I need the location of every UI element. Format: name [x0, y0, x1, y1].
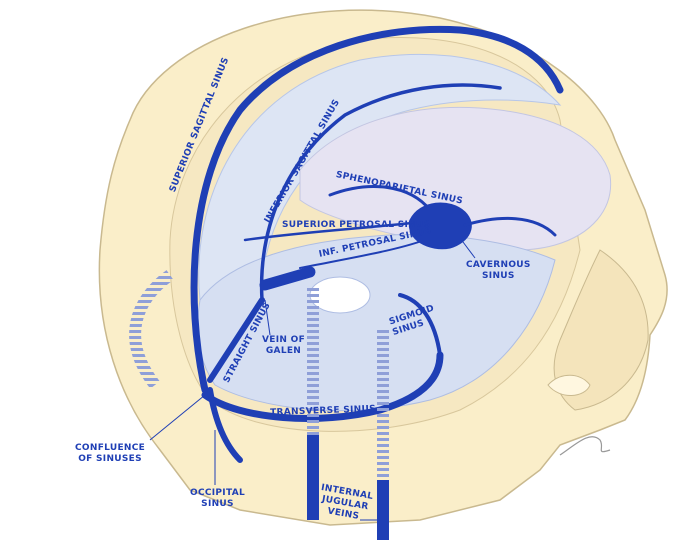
- label-cavernous-sinus: CAVERNOUS SINUS: [466, 260, 531, 282]
- label-vein-of-galen-line1: VEIN OF: [262, 335, 306, 345]
- straight-sinus: [207, 297, 265, 383]
- leader-vein-of-galen: [264, 299, 271, 336]
- label-vein-of-galen: VEIN OF GALEN: [262, 335, 305, 357]
- cavernous-sinus-extension: [463, 216, 557, 237]
- sigmoid-sinus: [398, 293, 442, 357]
- label-cavernous-line2: SINUS: [482, 271, 515, 281]
- internal-jugular-vein-left-solid: [307, 435, 319, 520]
- label-occipital-sinus: OCCIPITAL SINUS: [190, 488, 245, 510]
- label-confluence-of-sinuses: CONFLUENCE OF SINUSES: [75, 443, 145, 465]
- vein-of-galen: [259, 266, 316, 291]
- label-confluence-line1: CONFLUENCE: [75, 443, 146, 453]
- leader-cavernous: [459, 237, 476, 259]
- sphenoparietal-sinus: [328, 185, 432, 212]
- striped-band-left: [129, 270, 174, 389]
- internal-jugular-vein-right-solid: [377, 480, 389, 540]
- label-superior-petrosal-sinus: SUPERIOR PETROSAL SINUS: [282, 220, 431, 230]
- artist-signature: [559, 436, 611, 456]
- transverse-sinus: [201, 351, 444, 422]
- cavernous-sinus: [408, 202, 472, 250]
- label-confluence-line2: OF SINUSES: [78, 454, 142, 464]
- skull-teeth: [547, 374, 591, 396]
- occipital-sinus: [207, 387, 243, 463]
- inferior-sagittal-sinus: [259, 83, 502, 302]
- label-occipital-line1: OCCIPITAL: [190, 488, 245, 498]
- label-cavernous-line1: CAVERNOUS: [466, 260, 531, 270]
- internal-jugular-vein-right: [377, 330, 389, 480]
- superior-sagittal-sinus: [190, 25, 564, 394]
- skull-face-region: [553, 249, 649, 411]
- superior-petrosal-sinus: [243, 220, 422, 242]
- label-vein-of-galen-line2: GALEN: [265, 346, 302, 356]
- leader-confluence: [149, 394, 206, 441]
- internal-jugular-vein-left: [307, 285, 319, 435]
- label-occipital-line2: SINUS: [201, 499, 234, 509]
